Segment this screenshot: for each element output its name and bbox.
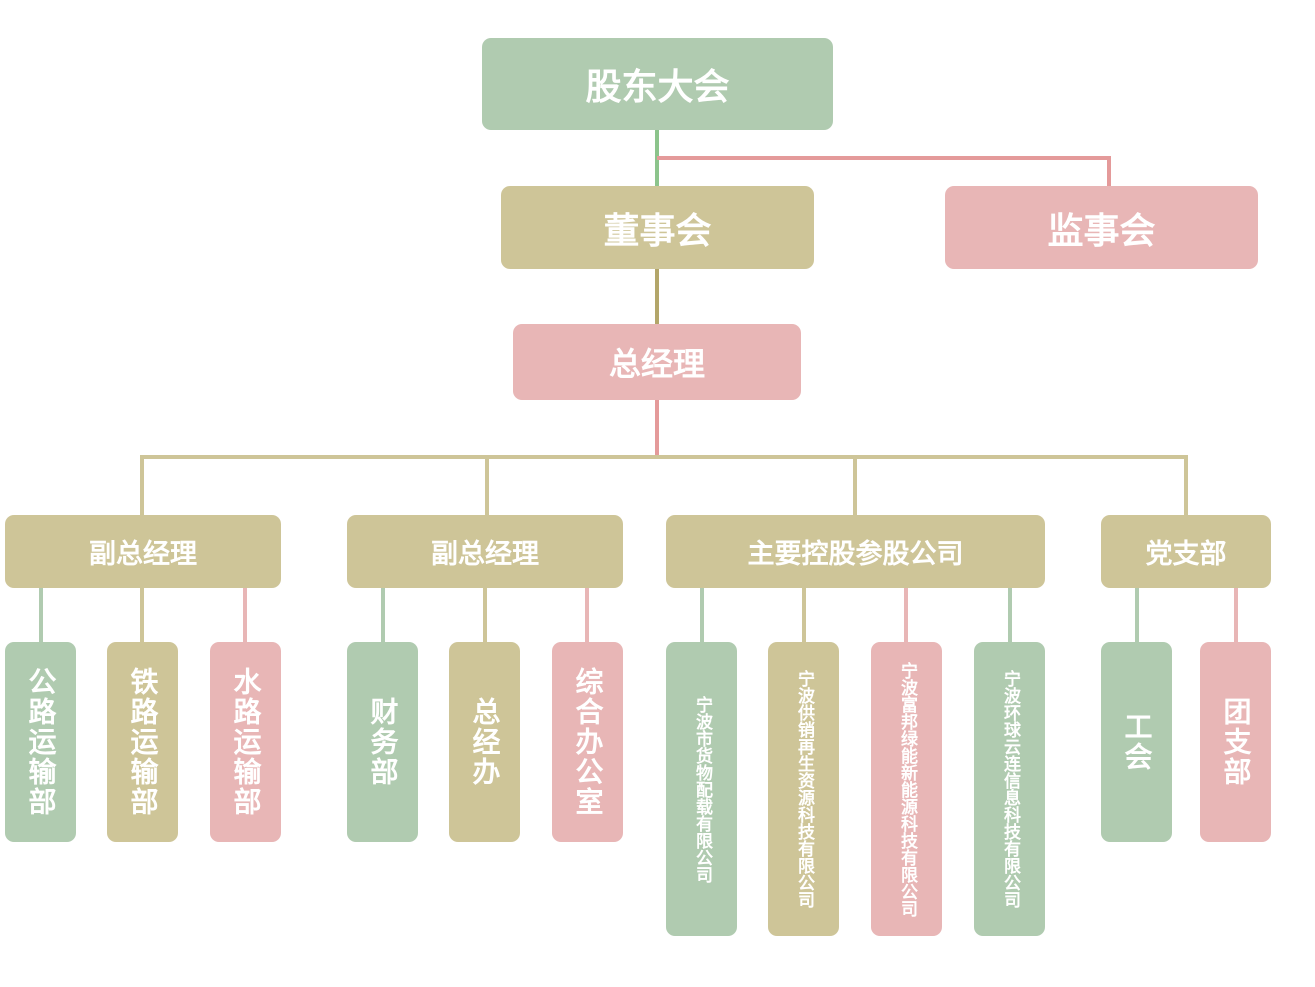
rail-transport-dept-label: 铁路运输部 (126, 667, 160, 817)
board-of-directors-label: 董事会 (603, 210, 712, 252)
road-transport-dept-box: 公路运输部 (5, 642, 76, 842)
rail-transport-dept-box: 铁路运输部 (107, 642, 178, 842)
vice-gm-1-box: 副总经理 (5, 515, 281, 588)
shareholders-meeting-label: 股东大会 (585, 67, 730, 108)
subsidiary-cargo-box: 宁波市货物配载有限公司 (666, 642, 737, 936)
board-of-supervisors-label: 监事会 (1047, 210, 1156, 252)
road-transport-dept-label: 公路运输部 (24, 667, 58, 817)
holdings-label: 主要控股参股公司 (747, 539, 964, 570)
vice-gm-2-box: 副总经理 (347, 515, 623, 588)
subsidiary-energy-box: 宁波富邦绿能新能源科技有限公司 (871, 642, 942, 936)
holdings-box: 主要控股参股公司 (666, 515, 1045, 588)
board-of-directors-box: 董事会 (501, 186, 814, 269)
general-office-box: 综合办公室 (552, 642, 623, 842)
subsidiary-recycling-label: 宁波供销再生资源科技有限公司 (794, 670, 814, 908)
subsidiary-energy-label: 宁波富邦绿能新能源科技有限公司 (897, 661, 917, 917)
water-transport-dept-box: 水路运输部 (210, 642, 281, 842)
subsidiary-recycling-box: 宁波供销再生资源科技有限公司 (768, 642, 839, 936)
labor-union-label: 工会 (1120, 712, 1154, 772)
youth-league-box: 团支部 (1200, 642, 1271, 842)
vice-gm-2-label: 副总经理 (431, 539, 539, 570)
labor-union-box: 工会 (1101, 642, 1172, 842)
subsidiary-cargo-label: 宁波市货物配载有限公司 (692, 695, 712, 883)
line-branch-bus (140, 455, 1188, 516)
general-manager-label: 总经理 (608, 345, 705, 383)
general-manager-box: 总经理 (513, 324, 801, 400)
finance-dept-label: 财务部 (366, 697, 400, 787)
board-of-supervisors-box: 监事会 (945, 186, 1258, 269)
party-branch-box: 党支部 (1101, 515, 1271, 588)
gm-office-label: 总经办 (468, 697, 502, 787)
shareholders-meeting-box: 股东大会 (482, 38, 833, 130)
gm-office-box: 总经办 (449, 642, 520, 842)
youth-league-label: 团支部 (1219, 697, 1253, 787)
general-office-label: 综合办公室 (571, 667, 605, 817)
finance-dept-box: 财务部 (347, 642, 418, 842)
subsidiary-info-tech-label: 宁波环球云连信息科技有限公司 (1000, 670, 1020, 908)
party-branch-label: 党支部 (1145, 539, 1227, 570)
vice-gm-1-label: 副总经理 (89, 539, 197, 570)
line-shareholders-supervisors (657, 156, 1111, 187)
water-transport-dept-label: 水路运输部 (229, 667, 263, 817)
subsidiary-info-tech-box: 宁波环球云连信息科技有限公司 (974, 642, 1045, 936)
